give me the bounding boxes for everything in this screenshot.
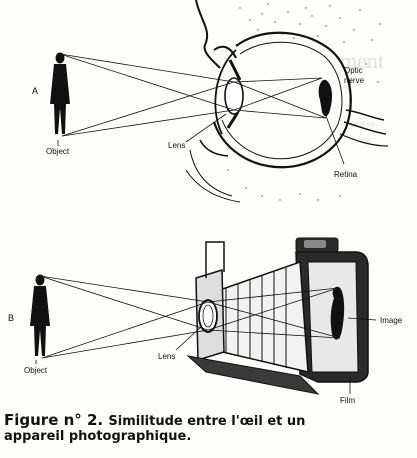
optic-nerve-label-line1: Optic <box>344 66 363 75</box>
iris-upper <box>228 59 242 81</box>
eyelid-upper <box>213 45 237 59</box>
cheek-line <box>189 149 233 197</box>
panel-b-camera-diagram <box>30 237 377 395</box>
camera-lens <box>198 299 218 333</box>
frame-finder <box>205 241 225 278</box>
light-rays-a <box>59 53 327 137</box>
skin-stipple <box>227 3 381 201</box>
cheek-line <box>185 169 241 203</box>
optic-nerve <box>343 121 387 135</box>
leader-lines-a <box>57 80 351 165</box>
panel-b-letter: B <box>8 313 15 323</box>
figure-illustration <box>30 0 389 395</box>
lens-label-a: Lens <box>168 141 186 150</box>
eyeball-inner <box>221 41 343 160</box>
face-profile <box>195 0 221 69</box>
iris-lower <box>226 111 240 129</box>
optic-nerve-label-line2: nerve <box>344 76 365 85</box>
object-silhouette-a <box>50 52 70 134</box>
caption-text-part2: appareil photographique. <box>4 429 192 444</box>
caption-figure-number: Figure n° 2. <box>4 411 104 429</box>
optic-nerve <box>339 133 389 147</box>
cornea <box>214 49 237 135</box>
bleed-through-text: ment <box>340 48 384 73</box>
object-label-b: Object <box>24 366 48 375</box>
lens-label-b: Lens <box>158 352 176 361</box>
panel-a-eye-diagram <box>50 0 389 203</box>
caption-line-1: Figure n° 2. Similitude entre l'œil et u… <box>4 411 305 429</box>
optic-nerve <box>345 109 385 121</box>
panel-a-letter: A <box>32 86 39 96</box>
leader-lines-b <box>35 317 377 394</box>
camera-bellows <box>213 260 309 373</box>
eye-lens <box>224 77 244 115</box>
object-label-a: Object <box>46 147 70 156</box>
light-rays-b <box>39 275 341 359</box>
object-silhouette-b <box>30 274 50 356</box>
eyelid-lower <box>199 139 229 157</box>
camera-bed <box>186 355 320 395</box>
film-label: Film <box>340 396 356 405</box>
camera-image <box>330 286 345 340</box>
eyeball-sclera <box>212 31 352 169</box>
bleed-through-text: ure re <box>350 118 376 130</box>
image-label: Image <box>380 316 403 325</box>
retina-label: Retina <box>334 170 358 179</box>
retina-image <box>318 79 333 117</box>
caption-text-part1: Similitude entre l'œil et un <box>108 414 306 429</box>
figure-caption: Figure n° 2. Similitude entre l'œil et u… <box>4 410 417 444</box>
